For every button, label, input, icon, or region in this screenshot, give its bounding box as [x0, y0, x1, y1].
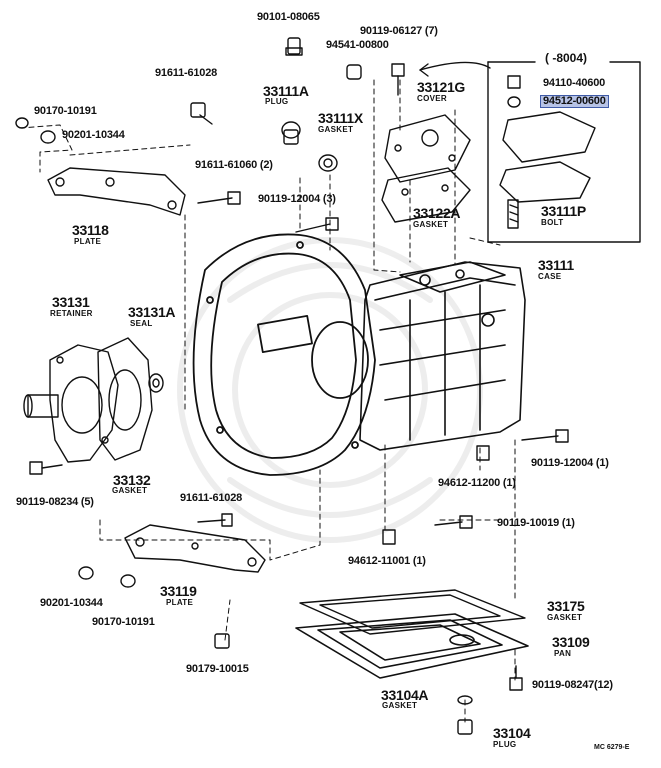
leader-lines — [19, 79, 516, 723]
catalog-number-33131a: 33131A — [128, 304, 176, 320]
catalog-number-33175: 33175 — [547, 598, 585, 614]
part-number-94110-40600: 94110-40600 — [543, 77, 606, 89]
part-number-91611-61028-bottom: 91611-61028 — [180, 492, 243, 504]
part-number-94541-00800: 94541-00800 — [326, 39, 389, 51]
part-number-91611-61060: 91611-61060 (2) — [195, 159, 273, 171]
catalog-number-33119: 33119 — [160, 583, 197, 599]
part-name-gasket-x: GASKET — [318, 125, 354, 134]
catalog-number-33122a: 33122A — [413, 205, 461, 221]
part-name-pan: PAN — [554, 649, 572, 658]
gasket-33122a — [381, 167, 471, 223]
catalog-number-33111: 33111 — [538, 257, 574, 273]
part-number-90119-10019: 90119-10019 (1) — [497, 517, 575, 529]
part-number-90119-08234: 90119-08234 (5) — [16, 496, 94, 508]
catalog-number-33111p: 33111P — [541, 203, 586, 219]
part-number-90201-10344-top: 90201-10344 — [62, 129, 125, 141]
catalog-number-33109: 33109 — [552, 634, 590, 650]
part-number-90101-08065: 90101-08065 — [257, 11, 320, 23]
part-number-94612-11001: 94612-11001 (1) — [348, 555, 426, 567]
part-number-90119-12004-1: 90119-12004 (1) — [531, 457, 609, 469]
part-name-plug-a: PLUG — [265, 97, 289, 106]
transmission-case-33111 — [359, 261, 526, 451]
inset-box — [487, 61, 641, 243]
part-number-90170-10191-bottom: 90170-10191 — [92, 616, 155, 628]
plate-33119 — [124, 524, 266, 573]
part-number-90119-08247: 90119-08247(12) — [532, 679, 613, 691]
top-bolts — [15, 37, 405, 233]
diagram-reference-code: MC 6279-E — [594, 744, 630, 751]
catalog-number-33131: 33131 — [52, 294, 90, 310]
catalog-number-33111a: 33111A — [263, 83, 309, 99]
part-name-plug-104: PLUG — [493, 740, 517, 749]
part-number-94612-11200: 94612-11200 (1) — [438, 477, 516, 489]
catalog-number-33104a: 33104A — [381, 687, 429, 703]
part-name-gasket-122: GASKET — [413, 220, 449, 229]
part-name-bolt: BOLT — [541, 218, 564, 227]
part-number-90201-10344-bottom: 90201-10344 — [40, 597, 103, 609]
part-number-90170-10191-top: 90170-10191 — [34, 105, 97, 117]
part-name-gasket-175: GASKET — [547, 613, 583, 622]
part-name-plate-118: PLATE — [74, 237, 102, 246]
serial-range-label: ( -8004) — [545, 51, 588, 65]
part-name-seal: SEAL — [130, 319, 153, 328]
part-name-plate-119: PLATE — [166, 598, 194, 607]
part-name-gasket-132: GASKET — [112, 486, 148, 495]
part-number-94512-00600-highlighted[interactable]: 94512-00600 — [540, 95, 609, 108]
part-name-gasket-104: GASKET — [382, 701, 418, 710]
lower-hardware — [78, 429, 569, 735]
catalog-number-33104: 33104 — [493, 725, 531, 741]
part-name-case: CASE — [538, 272, 562, 281]
part-name-retainer: RETAINER — [50, 309, 93, 318]
seal-33131a — [148, 373, 164, 393]
gasket-33132 — [97, 337, 153, 461]
catalog-number-33132: 33132 — [113, 472, 151, 488]
part-number-91611-61028-top: 91611-61028 — [155, 67, 218, 79]
pan-33109 — [295, 613, 529, 679]
part-number-90119-06127: 90119-06127 (7) — [360, 25, 438, 37]
bell-housing — [192, 233, 376, 476]
part-number-90119-12004-3: 90119-12004 (3) — [258, 193, 336, 205]
plate-33118 — [47, 167, 186, 216]
catalog-number-33111x: 33111X — [318, 110, 363, 126]
retainer-33131 — [23, 344, 119, 463]
inset-arrow — [419, 61, 491, 71]
part-name-cover: COVER — [417, 94, 447, 103]
retainer-bolt — [29, 461, 63, 475]
cover-33121g — [384, 114, 471, 183]
catalog-number-33121g: 33121G — [417, 79, 466, 95]
part-number-90179-10015: 90179-10015 — [186, 663, 249, 675]
catalog-number-33118: 33118 — [72, 222, 109, 238]
